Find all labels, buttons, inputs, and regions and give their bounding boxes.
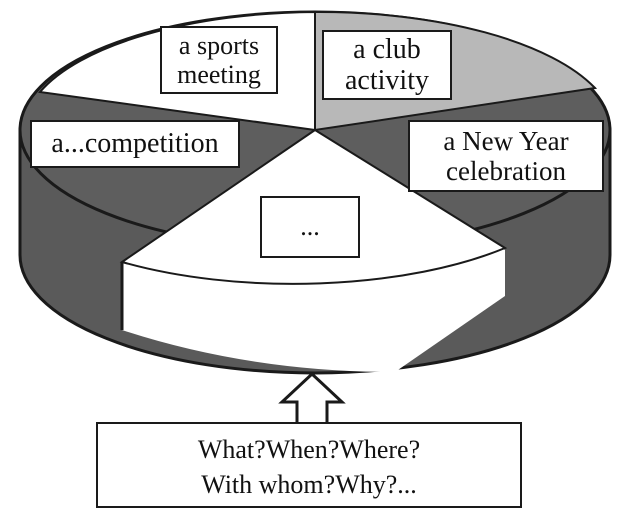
segment-label-sports-meeting: a sports meeting (160, 26, 278, 94)
questions-box: What?When?Where? With whom?Why?... (96, 422, 522, 508)
segment-label-new-year-celebration: a New Year celebration (408, 120, 604, 192)
segment-label-other: ... (260, 196, 360, 258)
segment-label-club-activity: a club activity (322, 30, 452, 100)
segment-label-competition: a...competition (30, 120, 240, 168)
arrow-up (278, 371, 346, 426)
